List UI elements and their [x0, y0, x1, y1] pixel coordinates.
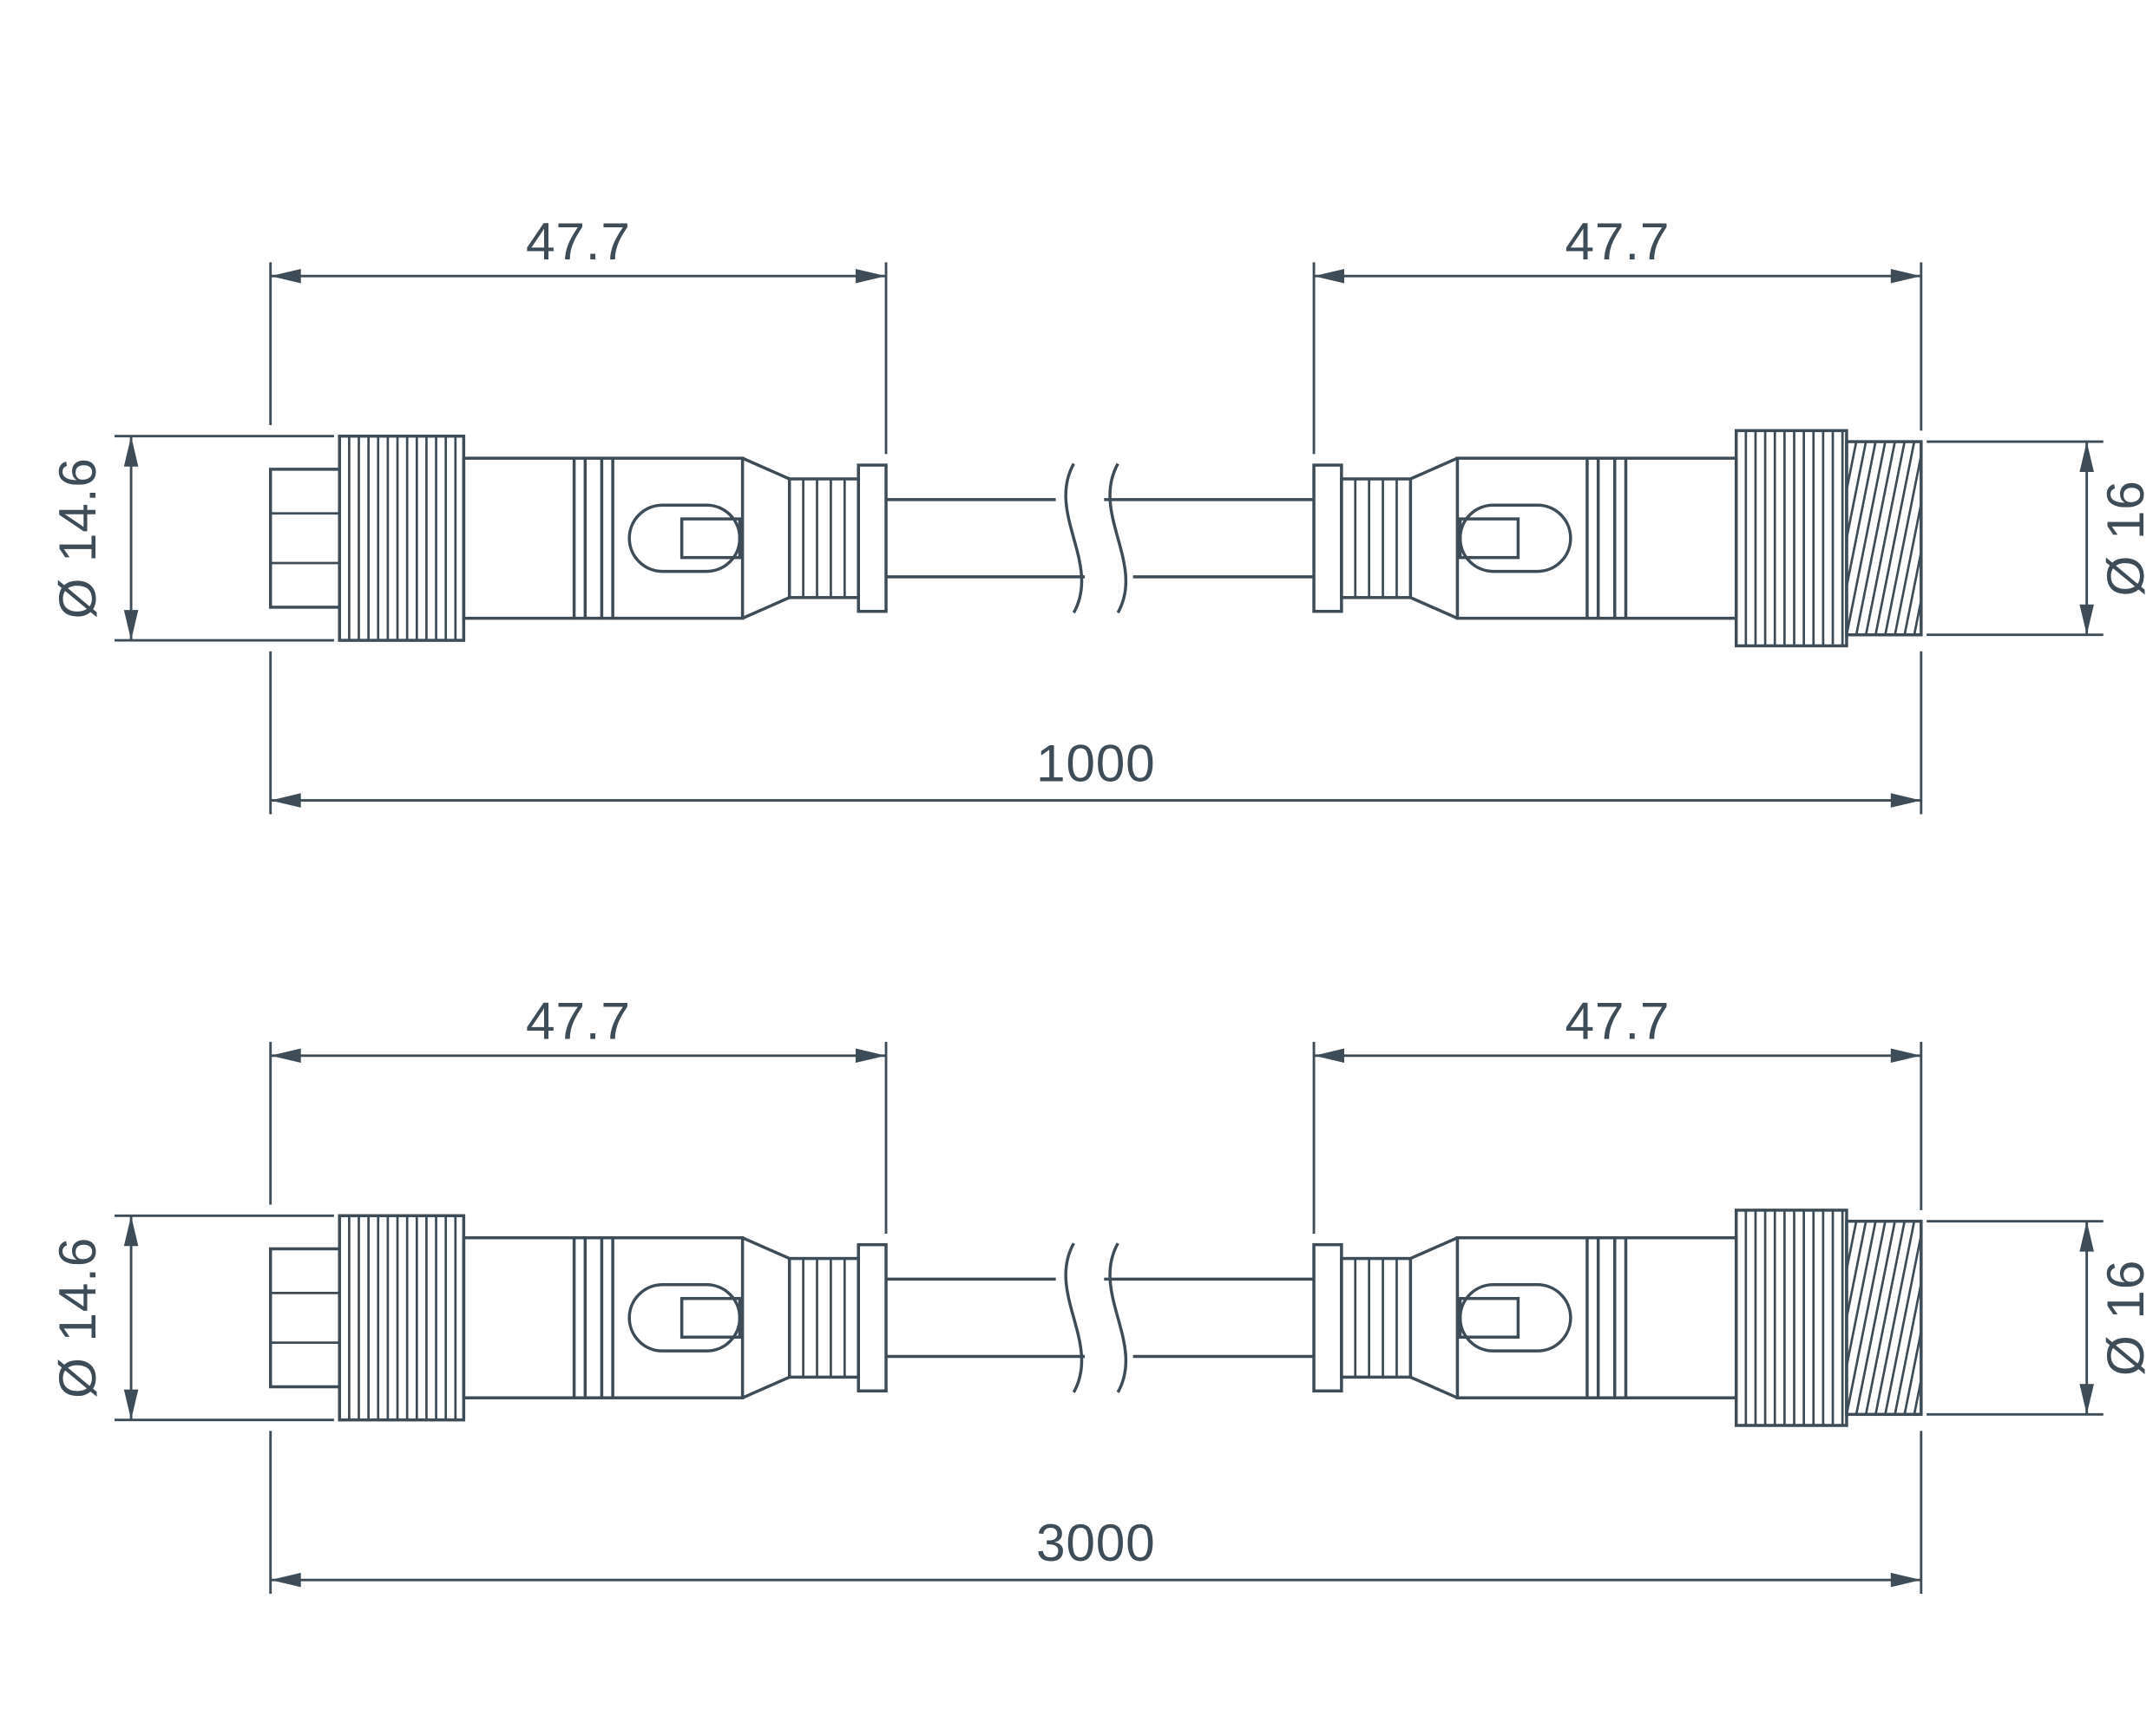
- dim-label-left-diameter-1: Ø 14.6: [48, 457, 107, 619]
- dim-label-left-diameter-2: Ø 14.6: [48, 1237, 107, 1399]
- cable-drawing-1000-labels: 47.7 47.7 Ø 14.6 Ø 16 1000: [48, 212, 2153, 792]
- cable-drawing-3000: [115, 1042, 2104, 1594]
- dim-label-total-length-2: 3000: [1036, 1513, 1156, 1572]
- dim-label-left-connector-length-1: 47.7: [526, 212, 631, 271]
- cable-drawing-3000-labels: 47.7 47.7 Ø 14.6 Ø 16 3000: [48, 992, 2153, 1572]
- dim-label-right-diameter-2: Ø 16: [2096, 1260, 2153, 1376]
- dim-label-right-diameter-1: Ø 16: [2096, 480, 2153, 596]
- dim-label-right-connector-length-2: 47.7: [1566, 992, 1671, 1051]
- dim-label-left-connector-length-2: 47.7: [526, 992, 631, 1051]
- dim-label-right-connector-length-1: 47.7: [1566, 212, 1671, 271]
- cable-drawing-1000: [115, 262, 2104, 814]
- dim-label-total-length-1: 1000: [1036, 733, 1156, 792]
